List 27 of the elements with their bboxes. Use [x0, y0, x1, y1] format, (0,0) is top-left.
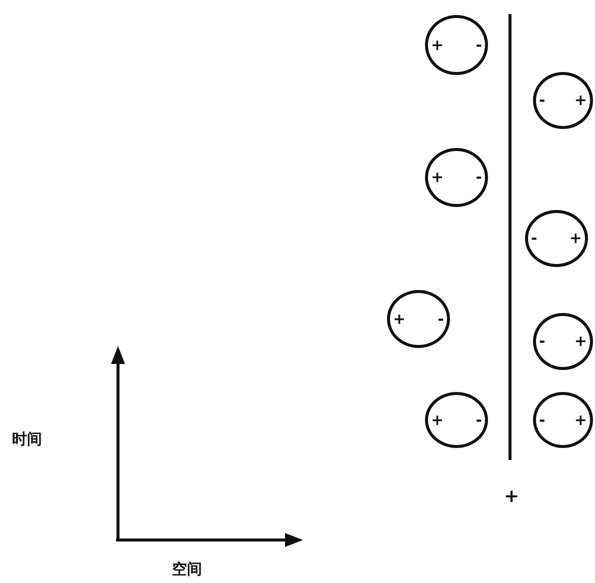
charge-circle [525, 210, 588, 267]
charge-sign: + [504, 488, 520, 506]
charge-circle [387, 290, 450, 348]
charge-sign: - [476, 412, 482, 428]
charge-circle [425, 392, 488, 448]
charge-sign: + [574, 412, 587, 428]
charge-sign: + [431, 412, 444, 428]
charge-sign: + [393, 312, 406, 326]
charge-sign: - [438, 312, 444, 326]
charge-circle [425, 148, 488, 207]
charge-circle [533, 72, 593, 129]
axis-label: 空间 [172, 562, 202, 577]
charge-circle [533, 313, 593, 370]
charge-sign: + [431, 38, 444, 52]
axis-label: 时间 [12, 432, 42, 447]
charge-sign: - [539, 412, 546, 428]
charge-sign: - [476, 170, 482, 185]
charge-sign: - [476, 38, 482, 52]
charge-sign: + [569, 231, 582, 246]
charge-circle [533, 392, 593, 448]
charge-sign: - [539, 93, 546, 108]
charge-sign: + [574, 334, 587, 349]
charge-sign: + [431, 170, 444, 185]
charge-circle [425, 15, 488, 75]
charge-sign: + [574, 93, 587, 108]
charge-sign: - [531, 231, 538, 246]
charge-sign: - [539, 334, 546, 349]
